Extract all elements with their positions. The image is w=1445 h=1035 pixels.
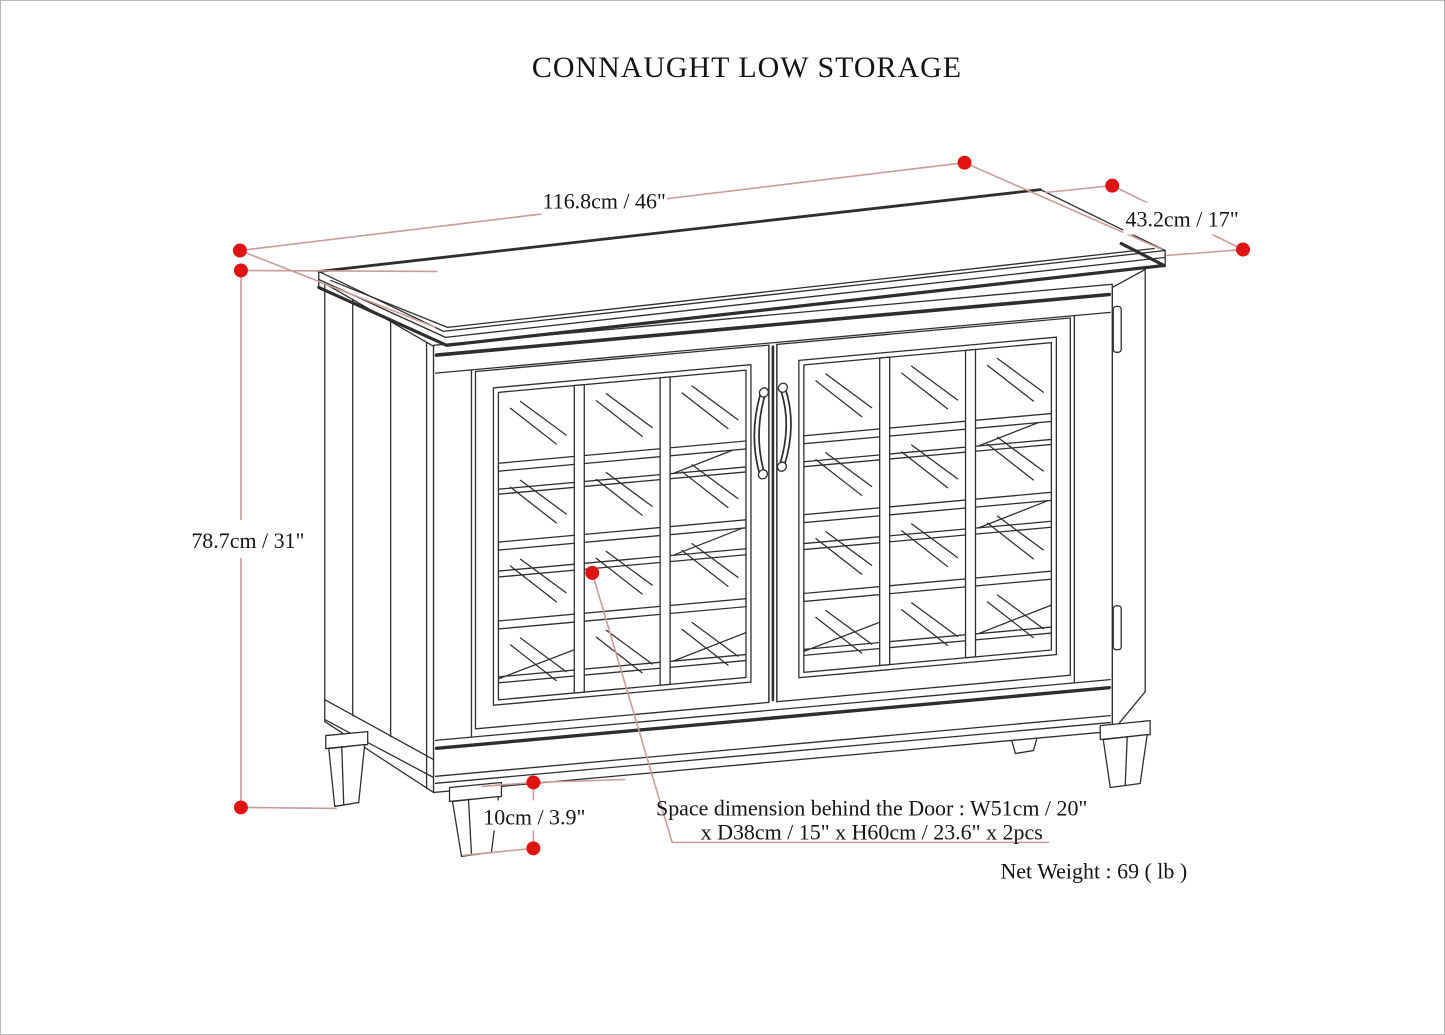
depth-dimension: 43.2cm / 17" — [1044, 178, 1250, 257]
door-handle-left — [753, 387, 770, 480]
leg-height-dimension: 10cm / 3.9" — [463, 775, 626, 857]
height-dimension-label: 78.7cm / 31" — [191, 528, 304, 553]
dimension-endpoint-dot — [1236, 242, 1250, 257]
diagram-title: CONNAUGHT LOW STORAGE — [532, 51, 962, 84]
height-dimension: 78.7cm / 31" — [187, 263, 438, 815]
leg-front-right — [1099, 719, 1151, 789]
top-panel — [317, 188, 1166, 347]
base-moulding — [434, 679, 1111, 784]
hinge-bottom — [1112, 605, 1122, 651]
front-face — [432, 283, 1113, 794]
width-dimension-label: 116.8cm / 46" — [543, 189, 666, 214]
dimension-endpoint-dot — [526, 775, 541, 790]
dimension-endpoint-dot — [957, 155, 972, 170]
dimension-endpoint-dot — [233, 800, 248, 815]
dimension-endpoint-dot — [233, 263, 248, 278]
width-dimension: 116.8cm / 46" — [232, 155, 1163, 329]
right-door — [776, 317, 1071, 703]
leg-back-left — [325, 730, 369, 808]
window-pane-mullions-right — [803, 348, 1053, 667]
dimension-endpoint-dot — [585, 565, 600, 580]
dimension-endpoint-dot — [1105, 178, 1120, 193]
hinge-top — [1112, 305, 1122, 353]
net-weight-label: Net Weight : 69 ( lb ) — [1000, 858, 1187, 883]
interior-space-note-line1: Space dimension behind the Door : W51cm … — [656, 795, 1087, 820]
interior-space-note-line2: x D38cm / 15" x H60cm / 23.6" x 2pcs — [701, 819, 1043, 844]
window-pane-mullions-left — [497, 376, 747, 694]
door-hinges — [1112, 305, 1122, 651]
leg-height-dimension-label: 10cm / 3.9" — [483, 804, 585, 829]
depth-dimension-label: 43.2cm / 17" — [1126, 207, 1239, 232]
dimension-endpoint-dot — [526, 841, 541, 856]
left-side-panel — [324, 282, 435, 794]
cabinet-drawing — [317, 188, 1166, 857]
interior-space-leader: Space dimension behind the Door : W51cm … — [585, 565, 1087, 844]
dimension-endpoint-dot — [232, 243, 247, 258]
door-handle-right — [776, 382, 792, 472]
left-door — [474, 344, 770, 730]
dimension-annotations: 116.8cm / 46" 43.2cm / 17" 78.7cm / 31" — [187, 155, 1250, 883]
